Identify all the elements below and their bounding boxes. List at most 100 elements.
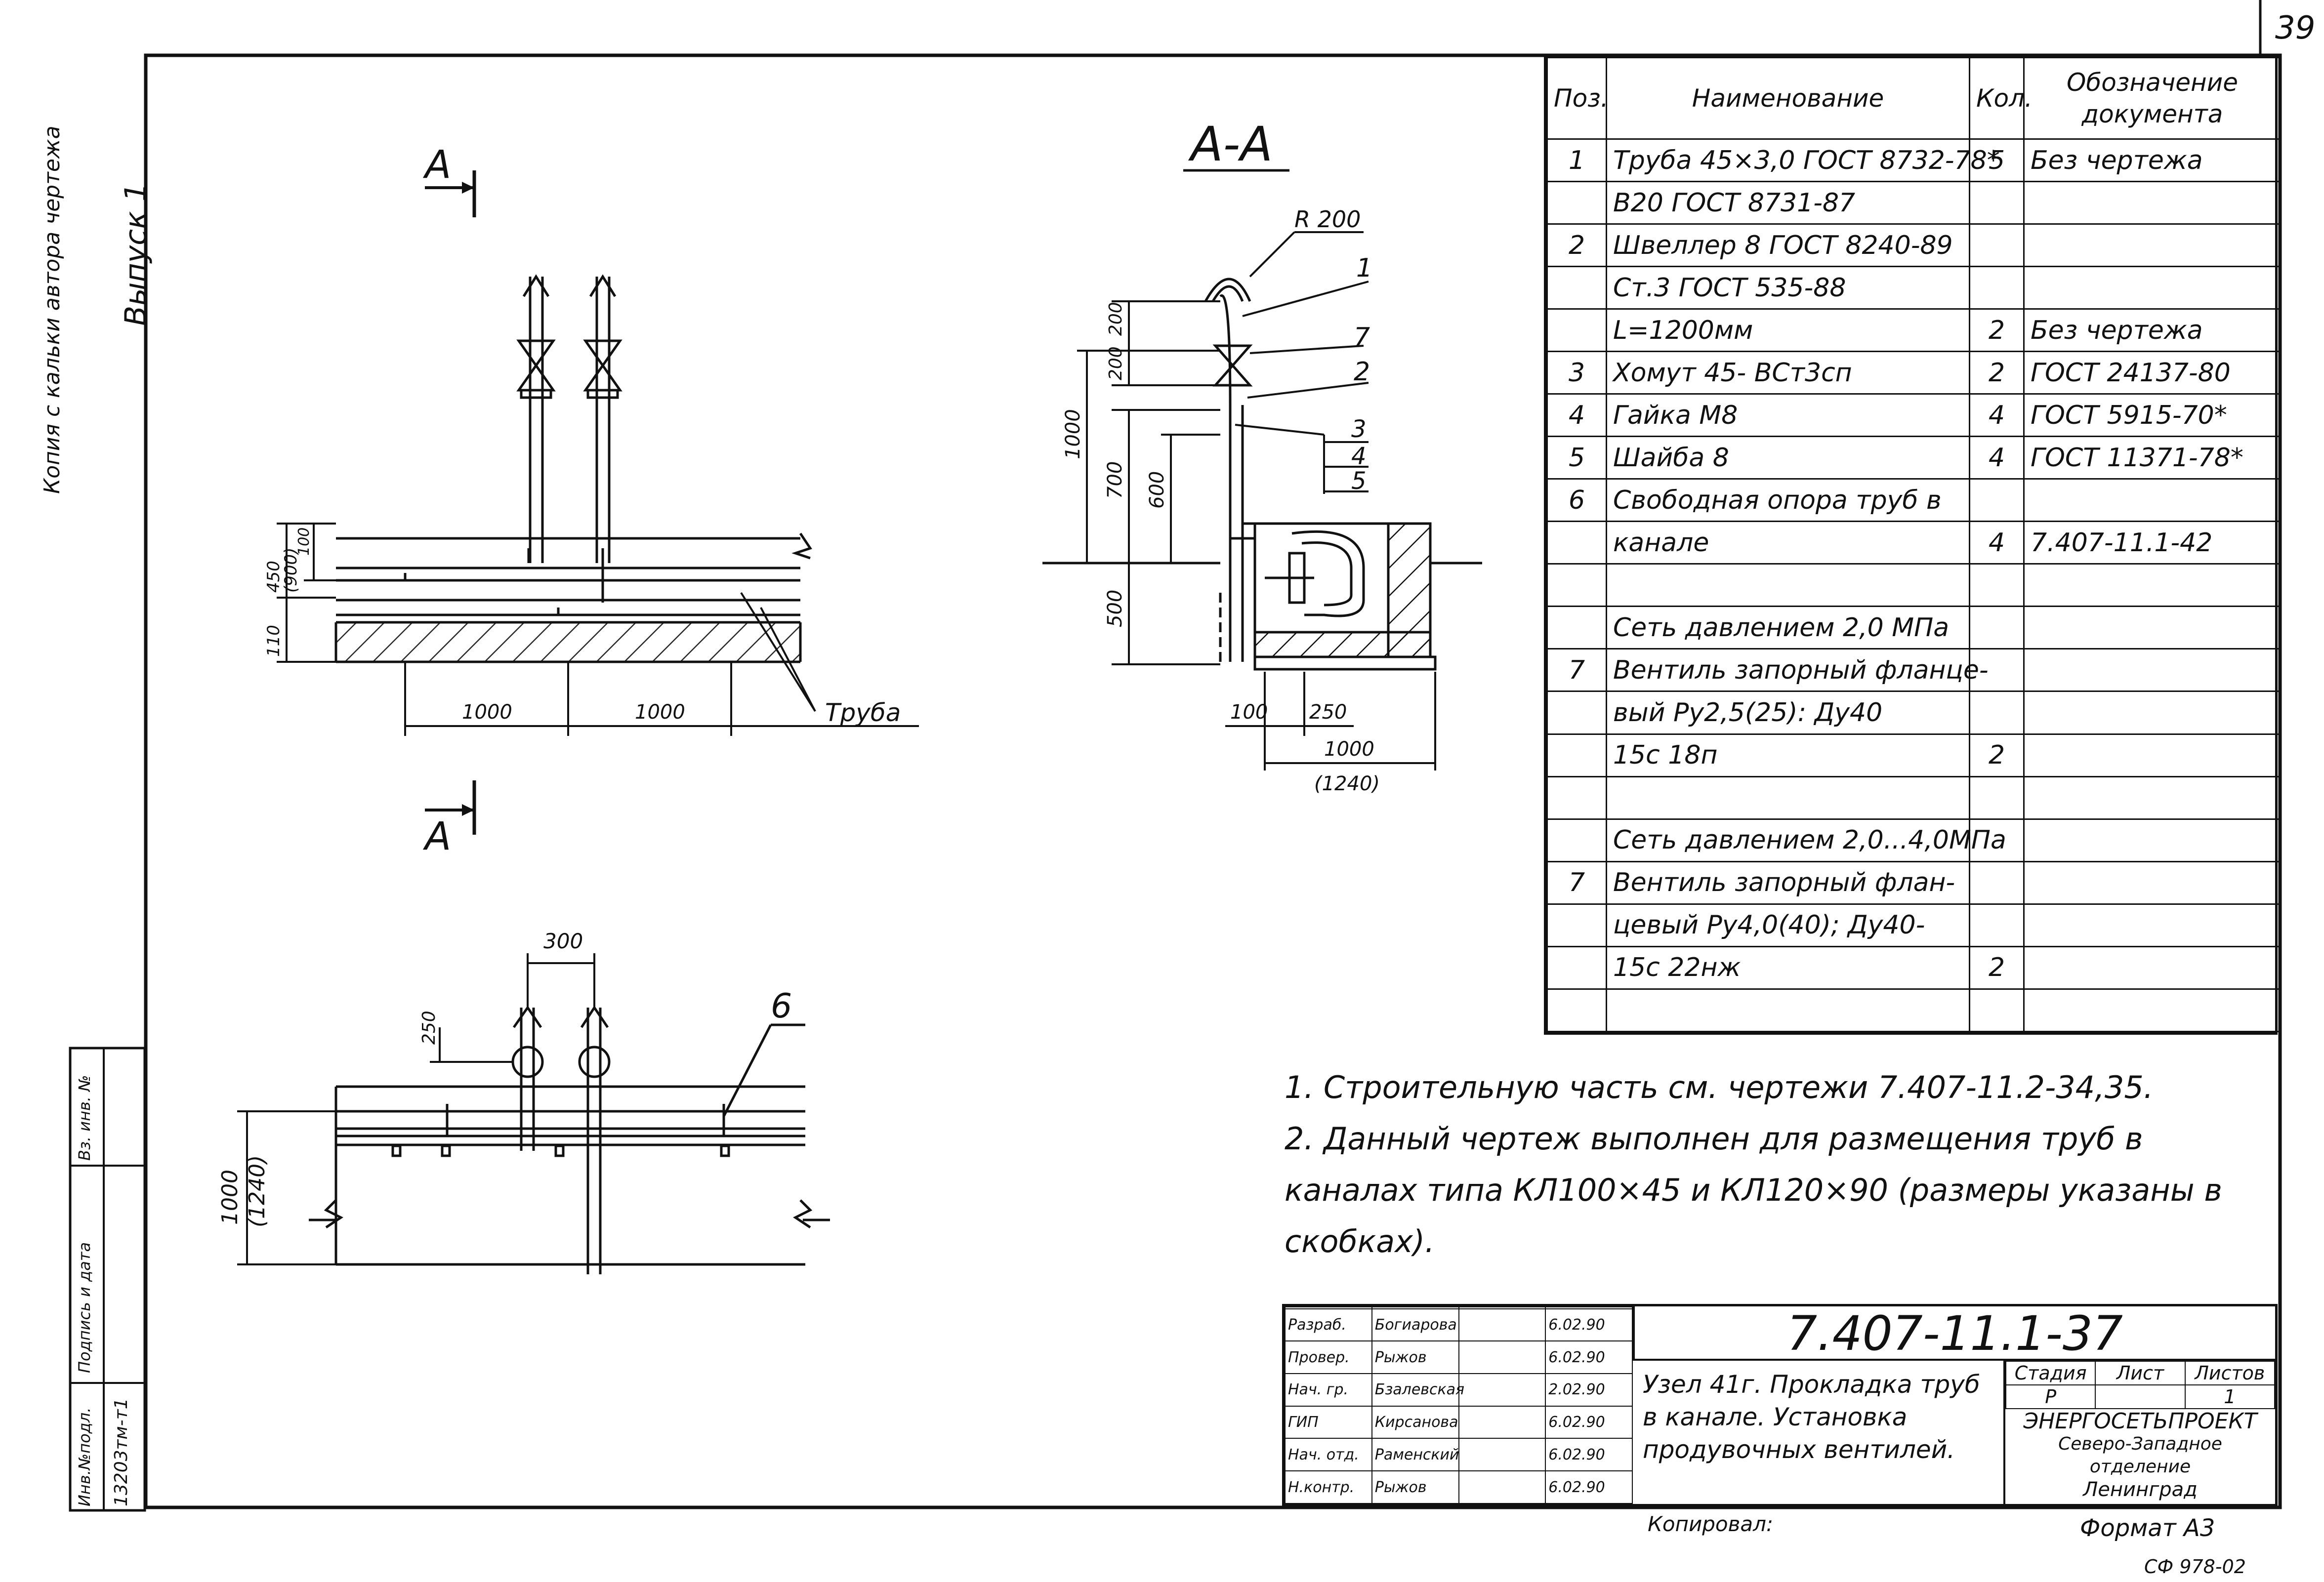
signature-sign <box>1458 1308 1546 1342</box>
top-dim-300: 300 <box>543 929 583 953</box>
section-dim-width: 1000 <box>1324 738 1374 761</box>
cell-qty <box>1969 181 2025 225</box>
table-header: Поз. Наименование Кол. Обозначение докум… <box>1546 56 2282 140</box>
table-row <box>1546 775 2282 820</box>
cell-qty <box>1969 563 2025 608</box>
side-stamp: Вз. инв. № Подпись и дата Инв.№подл. 132… <box>69 1047 146 1512</box>
cell-qty: 2 <box>1969 308 2025 353</box>
cell-doc <box>2023 690 2282 735</box>
section-marker-top: А <box>422 143 451 187</box>
signature-role: Н.контр. <box>1285 1470 1372 1504</box>
cell-name: Вентиль запорный флан- <box>1606 860 1970 905</box>
callout-3: 3 <box>1351 415 1367 443</box>
cell-qty: 5 <box>1969 138 2025 183</box>
cell-pos: 5 <box>1546 436 1607 480</box>
cell-qty <box>1969 606 2025 650</box>
plan-dim-450: 450 <box>264 561 284 593</box>
signature-name: Бзалевская <box>1371 1373 1464 1407</box>
cell-name <box>1606 775 1970 820</box>
cell-pos <box>1546 818 1607 862</box>
cell-pos <box>1546 521 1607 565</box>
plan-dim-900: (900) <box>281 548 301 593</box>
callout-2: 2 <box>1354 357 1370 387</box>
cell-doc <box>2023 563 2282 608</box>
pipe-callout: Труба <box>825 698 901 727</box>
cell-name: Сеть давлением 2,0...4,0МПа <box>1606 818 2006 862</box>
cell-doc: Без чертежа <box>2023 138 2282 183</box>
cell-pos: 1 <box>1546 138 1607 183</box>
signature-sign <box>1458 1405 1546 1439</box>
signature-sign <box>1458 1340 1546 1375</box>
cell-doc <box>2023 818 2282 862</box>
callout-4: 4 <box>1351 443 1367 470</box>
sheet-number: 39 <box>2275 10 2315 46</box>
cell-qty <box>1969 860 2025 905</box>
table-row: В20 ГОСТ 8731-87 <box>1546 181 2282 225</box>
document-title: Узел 41г. Прокладка труб в канале. Устан… <box>1643 1370 1980 1464</box>
section-dim-200-b: 200 <box>1106 346 1126 380</box>
cell-doc <box>2023 648 2282 692</box>
cell-qty <box>1969 223 2025 268</box>
cell-qty: 2 <box>1969 733 2025 777</box>
top-dim-250: 250 <box>419 1011 439 1045</box>
header-name: Наименование <box>1606 56 1970 140</box>
cell-doc <box>2023 988 2282 1033</box>
cell-name: Свободная опора труб в <box>1606 478 1970 523</box>
stage-value: Р <box>2005 1384 2096 1409</box>
note-1: 1. Строительную часть см. чертежи 7.407-… <box>1285 1069 2154 1105</box>
cell-name: Ст.3 ГОСТ 535-88 <box>1606 266 1970 310</box>
cell-pos: 2 <box>1546 223 1607 268</box>
cell-pos <box>1546 690 1607 735</box>
bottom-code: СФ 978-02 <box>2144 1556 2246 1578</box>
sheet-label: Лист <box>2095 1361 2186 1385</box>
organization: ЭНЕРГОСЕТЬПРОЕКТ Северо-Западное отделен… <box>2005 1410 2275 1501</box>
cell-pos <box>1546 945 1607 990</box>
section-dim-width-alt: (1240) <box>1314 772 1380 795</box>
cell-doc <box>2023 733 2282 777</box>
table-row <box>1546 988 2282 1033</box>
signature-sign <box>1458 1373 1546 1407</box>
cell-pos <box>1546 988 1607 1033</box>
section-dim-200-a: 200 <box>1106 302 1126 336</box>
sheets-value: 1 <box>2184 1384 2276 1409</box>
cell-qty <box>1969 478 2025 523</box>
cell-doc: Без чертежа <box>2023 308 2282 353</box>
cell-name <box>1606 563 1970 608</box>
table-row <box>1546 563 2282 608</box>
cell-pos <box>1546 308 1607 353</box>
cell-pos <box>1546 266 1607 310</box>
cell-name <box>1606 988 1970 1033</box>
cell-qty <box>1969 775 2025 820</box>
signature-name: Раменский <box>1371 1438 1459 1472</box>
section-dim-100: 100 <box>1230 701 1268 724</box>
cell-pos <box>1546 606 1607 650</box>
header-doc: Обозначение документа <box>2023 56 2282 140</box>
section-dim-600: 600 <box>1146 471 1168 509</box>
cell-name: Гайка М8 <box>1606 393 1970 438</box>
signature-date: 6.02.90 <box>1545 1470 1633 1504</box>
radius-label: R 200 <box>1294 206 1361 233</box>
plan-dim-110: 110 <box>264 625 284 657</box>
signature-label: Подпись и дата <box>75 1242 94 1373</box>
signature-name: Рыжов <box>1371 1340 1459 1375</box>
cell-pos <box>1546 733 1607 777</box>
section-dim-250: 250 <box>1309 701 1347 724</box>
cell-pos: 7 <box>1546 860 1607 905</box>
section-title: А-А <box>1188 117 1273 172</box>
signature-sign <box>1458 1438 1546 1472</box>
cell-pos: 6 <box>1546 478 1607 523</box>
signature-date: 6.02.90 <box>1545 1340 1633 1375</box>
section-dim-500: 500 <box>1104 590 1126 627</box>
org-city: Ленинград <box>2083 1478 2198 1501</box>
plan-dim-100: 100 <box>295 527 313 556</box>
cell-name: канале <box>1606 521 1970 565</box>
table-row: Ст.3 ГОСТ 535-88 <box>1546 266 2282 310</box>
